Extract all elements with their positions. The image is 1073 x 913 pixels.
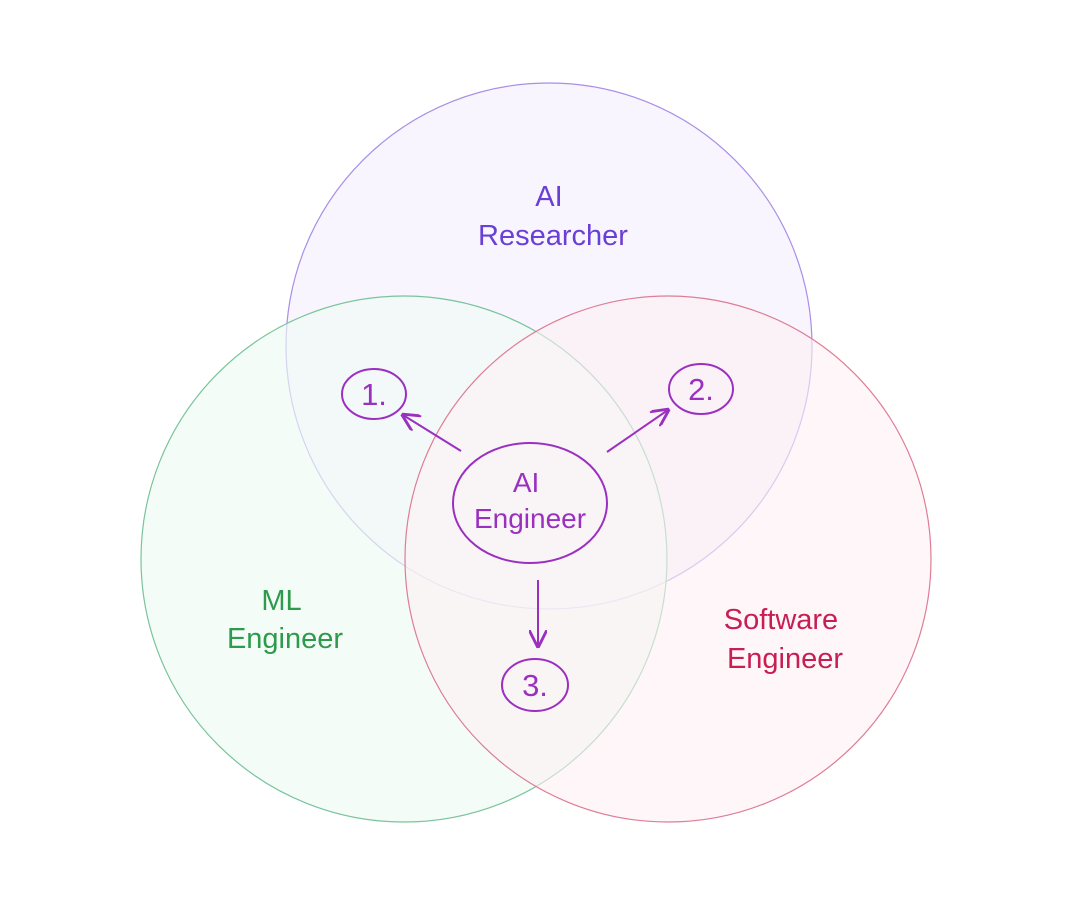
marker-2-label: 2. — [688, 372, 714, 407]
arrow-to-marker-2 — [606, 410, 668, 453]
ml-engineer-label: ML Engineer — [227, 585, 343, 655]
marker-3-label: 3. — [522, 668, 548, 703]
arrow-to-marker-1 — [403, 415, 462, 452]
marker-3-ellipse — [501, 658, 569, 712]
software-engineer-label: Software Engineer — [724, 604, 847, 675]
ai-engineer-ellipse — [452, 442, 608, 564]
ai-researcher-label: AI Researcher — [478, 181, 628, 252]
software-engineer-circle — [404, 295, 932, 823]
marker-1-label: 1. — [361, 377, 387, 412]
marker-2-ellipse — [668, 363, 734, 415]
marker-1-ellipse — [341, 368, 407, 420]
ai-engineer-label: AI Engineer — [474, 467, 586, 534]
